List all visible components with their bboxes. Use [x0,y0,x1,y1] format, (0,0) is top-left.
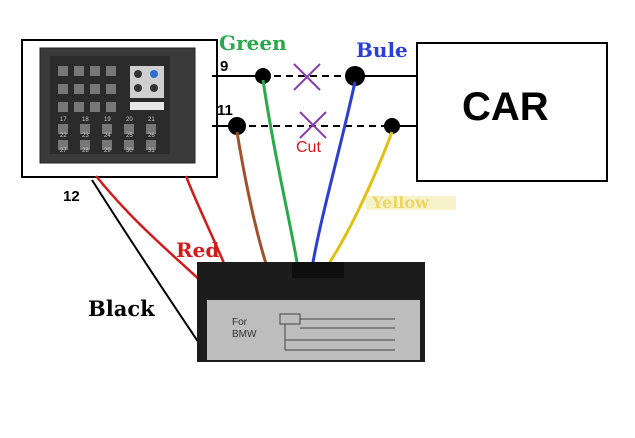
label-pin11: 11 [217,102,233,119]
label-pin12: 12 [63,188,80,205]
connector-pin-number: 21 [148,117,155,123]
module-wire-entry [292,262,344,278]
junction-pin11-right [384,118,400,134]
connector-pin-number: 24 [104,133,111,139]
connector-pin-number: 26 [148,133,155,139]
connector-pin-number: 18 [82,117,89,123]
connector-label-strip [130,102,164,110]
yellow-wire [324,131,394,269]
label-black: Black [88,296,155,321]
junction-pin9-left [255,68,271,84]
label-yellow-partial: Yellow [372,193,429,212]
label-blue: Bule [356,38,408,62]
blue-wire [310,81,357,269]
connector-pin-number: 29 [104,148,111,154]
red-wire-2 [184,175,228,269]
connector-pin-number: 27 [60,148,67,154]
connector-pin-number: 25 [126,133,133,139]
label-green: Green [219,31,287,55]
car-box [416,42,608,182]
label-red: Red [176,238,220,262]
black-wire [91,179,206,353]
connector-white-block [130,66,164,98]
connector-pin-grid [58,66,156,150]
connector-pin-number: 19 [104,117,111,123]
junction-pin11-left [228,117,246,135]
cut-mark-lower [299,111,327,139]
label-cut: Cut [296,139,321,156]
connector-pin-number: 20 [126,117,133,123]
connector-pin-number: 30 [126,148,133,154]
junction-pin9-right [345,66,365,86]
connector-pin-number: 28 [82,148,89,154]
connector-pin-number: 31 [148,148,155,154]
connector-pin-number: 22 [60,133,67,139]
label-car: CAR [462,85,549,129]
cut-mark-upper [293,63,321,91]
brown-wire [235,131,270,271]
module-text: For BMW [232,317,257,340]
green-wire [261,79,300,269]
module-schematic [279,313,395,351]
connector-pin-number: 17 [60,117,67,123]
label-pin9: 9 [220,58,229,75]
connector-pin-number: 23 [82,133,89,139]
